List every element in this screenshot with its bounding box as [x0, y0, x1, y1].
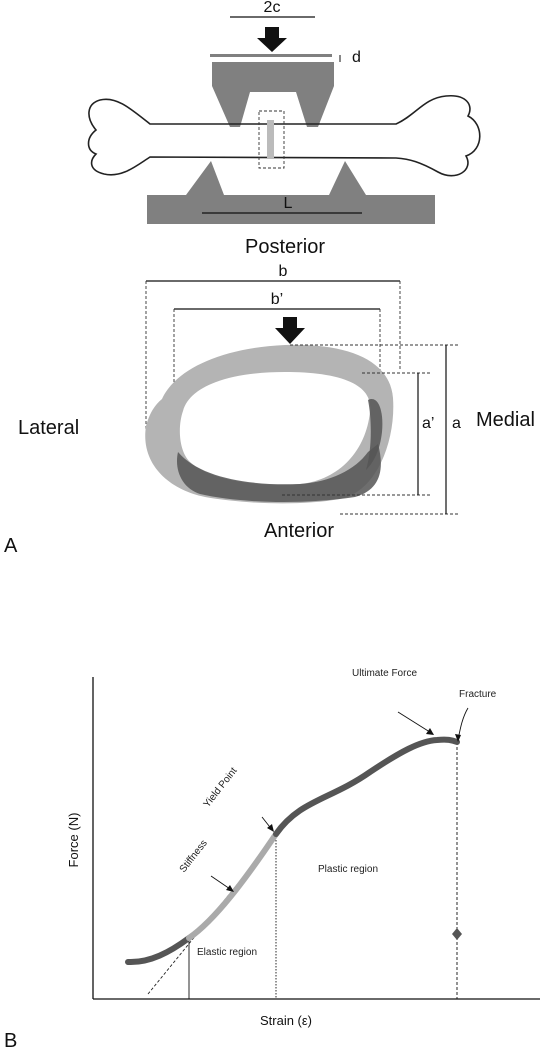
yield-point-label: Yield Point — [202, 766, 240, 810]
panel-a-letter: A — [4, 535, 18, 557]
cortical-ring-dark-side — [366, 399, 383, 470]
x-axis-title: Strain (ε) — [260, 1013, 312, 1028]
bending-setup: 2c d L — [87, 0, 481, 224]
elastic-region-label: Elastic region — [197, 947, 257, 958]
ultimate-force-arrow — [397, 711, 434, 735]
dim-b-label: b — [279, 263, 288, 280]
yield-point-arrowhead-icon — [267, 824, 274, 832]
gauge-region-box — [258, 110, 285, 169]
upper-loading-block — [212, 62, 334, 127]
medial-label: Medial — [476, 409, 535, 431]
curve-plastic-segment — [273, 736, 460, 837]
dim-L-label: L — [284, 195, 293, 212]
fracture-point-marker — [452, 928, 462, 940]
ultimate-force-arrowhead-icon — [426, 728, 434, 735]
fracture-arrowhead-icon — [455, 734, 461, 742]
cross-section: Posterior b b’ a’ a Lateral Medial Anter… — [18, 236, 535, 542]
plastic-region-label: Plastic region — [318, 864, 378, 875]
curve-toe-segment — [125, 935, 192, 966]
panel-b-letter: B — [4, 1030, 17, 1050]
anterior-label: Anterior — [264, 520, 334, 542]
force-strain-plot: Force (N) Strain (ε) Ultimate Force Frac… — [66, 668, 540, 1028]
curve-elastic-segment — [186, 831, 279, 941]
lower-support-block — [147, 161, 435, 224]
load-arrow-icon — [257, 27, 287, 52]
strain-gauge — [267, 120, 274, 158]
dim-a-prime-label: a’ — [422, 415, 434, 432]
cortical-ring-dark-segment — [176, 444, 381, 503]
dim-d-label: d — [352, 49, 361, 66]
stiffness-label: Stiffness — [178, 838, 210, 875]
fracture-label: Fracture — [459, 689, 497, 700]
section-load-arrow-icon — [275, 317, 305, 344]
top-plate — [210, 54, 332, 57]
dim-2c-label: 2c — [264, 0, 281, 16]
y-axis-title: Force (N) — [66, 813, 81, 868]
lateral-label: Lateral — [18, 417, 79, 439]
dim-a-label: a — [452, 415, 461, 432]
cortical-ring-inner — [179, 372, 371, 485]
dim-b-prime-label: b’ — [271, 291, 283, 308]
posterior-label: Posterior — [245, 236, 325, 258]
ultimate-force-label: Ultimate Force — [352, 668, 417, 679]
stiffness-arrowhead-icon — [226, 885, 234, 892]
bone-outline — [87, 95, 481, 177]
